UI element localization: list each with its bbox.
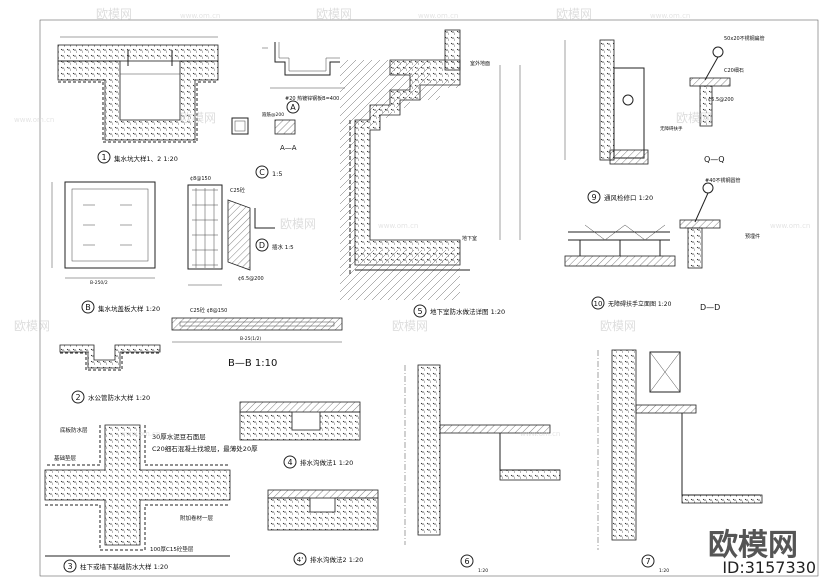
svg-text:¢6.5@200: ¢6.5@200 [238, 276, 264, 282]
detail-5-room: 室外地面 [470, 60, 490, 67]
detail-3-note-5: 附加卷材一层 [180, 514, 214, 522]
detail-a-section: #20 热镀锌钢板B=400 A A—A 箍筋@200 [231, 42, 345, 152]
detail-6-number: 6 [464, 557, 469, 566]
detail-dd-title: D—D [700, 303, 720, 312]
watermark-url: www.om.cn [120, 430, 160, 438]
watermark-url: www.om.cn [180, 12, 220, 20]
detail-c-number: C [259, 168, 265, 177]
detail-b-number: B [85, 303, 91, 312]
detail-6-section: 6 1:20 [404, 364, 561, 574]
watermark-brand: 欧模网 [600, 319, 636, 333]
detail-c: C 1:5 [255, 165, 282, 179]
watermark-brand: 欧模网 [676, 111, 712, 125]
watermark-url: www.om.cn [520, 430, 560, 438]
watermark-url: www.om.cn [770, 222, 810, 230]
detail-3-note-1: 30厚水泥豆石面层 [152, 432, 206, 441]
qq-note-2: C20细石 [724, 67, 744, 74]
brand-logo: 欧模网 [708, 528, 798, 563]
watermark-brand: 欧模网 [180, 111, 216, 125]
detail-6-title: 1:20 [478, 568, 488, 574]
detail-4b-number: 4' [297, 556, 303, 564]
qq-note-3: ¢6.5@200 [708, 97, 734, 103]
detail-d-title: 插水 1:5 [272, 243, 294, 251]
detail-4-number: 4 [287, 458, 292, 467]
detail-bb-rebar: C25砼 ¢8@150 [190, 307, 227, 314]
svg-text:#20 热镀锌钢板B=400: #20 热镀锌钢板B=400 [285, 95, 339, 102]
detail-7-section: 7 1:20 [597, 349, 763, 574]
detail-b-title: 集水坑盖板大样 1:20 [98, 304, 160, 313]
detail-4b-title: 排水沟做法2 1:20 [310, 555, 363, 564]
detail-4b-drain-ditch: 4' 排水沟做法2 1:20 [267, 489, 379, 566]
brand-id: ID:3157330 [722, 558, 816, 577]
detail-5-title: 地下室防水做法详图 1:20 [430, 307, 505, 316]
detail-3-note-4: 基础垫层 [54, 454, 77, 462]
detail-c-title: 1:5 [272, 170, 282, 178]
svg-text:C25砼: C25砼 [230, 187, 245, 194]
detail-a-note: 箍筋@200 [262, 111, 284, 118]
detail-3-note-2: C20细石混凝土找坡层，最薄处20厚 [152, 444, 258, 453]
detail-9-vent-hatch: 无障碍扶手 9 通风检修口 1:20 [564, 39, 683, 204]
dd-note-1: #40不锈钢圆管 [705, 177, 741, 184]
detail-d-number: D [259, 241, 265, 250]
watermark-brand: 欧模网 [280, 217, 316, 231]
detail-bb-title: B—B 1:10 [228, 358, 277, 369]
detail-1-callout [97, 150, 111, 164]
watermark-brand: 欧模网 [392, 319, 428, 333]
detail-3-number: 3 [67, 562, 72, 571]
sheet-border [39, 19, 819, 577]
watermark-brand: 欧模网 [96, 7, 132, 21]
watermark-url: www.om.cn [418, 12, 458, 20]
detail-2-title: 水公管防水大样 1:20 [88, 393, 150, 402]
detail-d: D 插水 1:5 [254, 208, 294, 252]
detail-5-number: 5 [417, 307, 422, 316]
svg-text:¢8@150: ¢8@150 [190, 176, 211, 182]
detail-3-note-6: 100厚C15砼垫层 [150, 545, 194, 553]
watermark-brand: 欧模网 [14, 319, 50, 333]
detail-10-title: 无障碍扶手立面图 1:20 [608, 300, 672, 308]
watermark-url: www.om.cn [650, 12, 690, 20]
detail-1-title: 集水坑大样1、2 1:20 [114, 154, 178, 163]
detail-a-title: A—A [280, 144, 297, 152]
detail-bb-dims: B-25(1/2) [240, 336, 261, 342]
detail-b-cover-plate: B-250/2 B 集水坑盖板大样 1:20 [51, 181, 160, 314]
detail-9-title: 通风检修口 1:20 [604, 193, 653, 202]
detail-a-number: A [290, 103, 296, 112]
detail-bb-section: C25砼 ¢8@150 B-25(1/2) B—B 1:10 [171, 307, 343, 369]
detail-5-label: 地下室 [462, 235, 477, 242]
watermark-url: www.om.cn [378, 222, 418, 230]
detail-4-drain-ditch: 4 排水沟做法1 1:20 [239, 401, 361, 469]
svg-text:B-250/2: B-250/2 [90, 280, 108, 286]
detail-dd-section: #40不锈钢圆管 预埋件 D—D [679, 177, 760, 312]
detail-2-number: 2 [75, 393, 80, 402]
detail-5-basement-waterproof: 室外地面 地下室 5 地下室防水做法详图 1:20 [340, 29, 521, 318]
detail-10-number: 10 [594, 300, 603, 308]
dd-note-2: 预埋件 [745, 233, 760, 240]
detail-1-sump-pit: 1 集水坑大样1、2 1:20 [57, 36, 219, 164]
detail-qq-title: Q—Q [704, 155, 725, 164]
watermark-url: www.om.cn [14, 116, 54, 124]
detail-10-handrail: 10 无障碍扶手立面图 1:20 [564, 224, 676, 310]
detail-2-pipe-waterproof: 2 水公管防水大样 1:20 [59, 344, 161, 404]
detail-3-title: 柱下或墙下基础防水大样 1:20 [80, 562, 168, 571]
qq-note-1: 50x20不锈钢扁管 [724, 35, 765, 42]
rebar-grid-detail: C25砼 ¢8@150 ¢6.5@200 [187, 176, 264, 286]
detail-4-title: 排水沟做法1 1:20 [300, 458, 353, 467]
watermark-layer: 欧模网 欧模网 欧模网 www.om.cn www.om.cn www.om.c… [14, 7, 810, 438]
detail-3-note-3: 底板防水层 [60, 426, 88, 434]
detail-1-number: 1 [101, 153, 106, 162]
watermark-brand: 欧模网 [556, 7, 592, 21]
detail-7-title: 1:20 [659, 568, 669, 574]
detail-9-number: 9 [591, 193, 596, 202]
watermark-brand: 欧模网 [316, 7, 352, 21]
detail-3-column-base: 30厚水泥豆石面层 C20细石混凝土找坡层，最薄处20厚 底板防水层 基础垫层 … [44, 424, 258, 573]
detail-qq-section: 50x20不锈钢扁管 C20细石 ¢6.5@200 Q—Q [689, 35, 765, 164]
svg-text:无障碍扶手: 无障碍扶手 [660, 125, 683, 132]
detail-7-number: 7 [645, 557, 650, 566]
